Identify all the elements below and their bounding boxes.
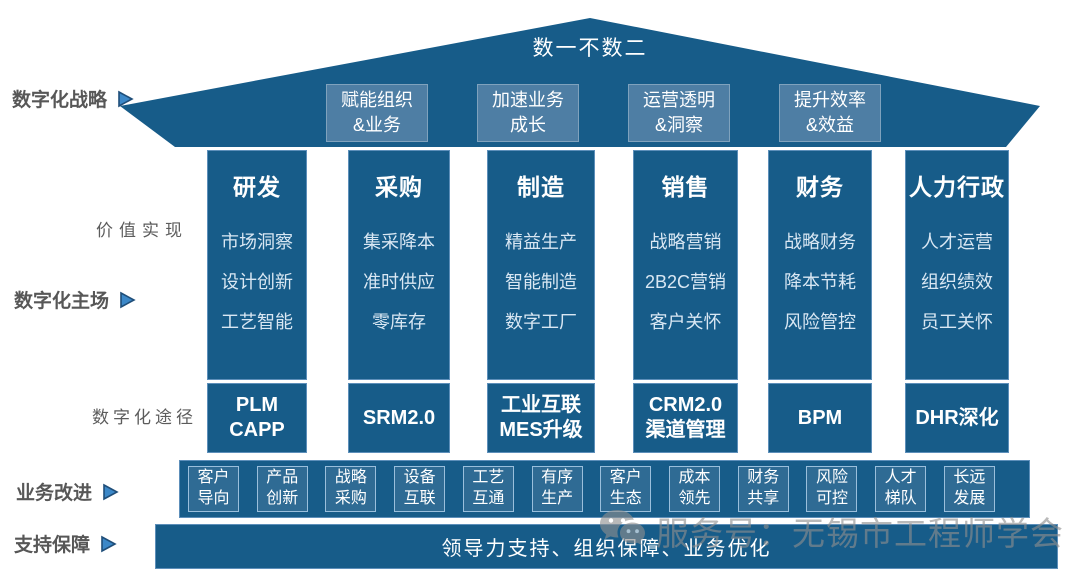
pillar-item: 风险管控 [784, 312, 856, 332]
pillar-items: 集采降本 准时供应 零库存 [363, 228, 435, 334]
right-triangle-icon [99, 535, 117, 553]
improvement-cell: 长远 发展 [943, 466, 995, 512]
pillar-item: 零库存 [372, 312, 426, 332]
label-support-guarantee-text: 支持保障 [14, 535, 91, 556]
label-value-realization-text: 价值实现 [96, 221, 188, 241]
pillar-sales: 销售 战略营销 2B2C营销 客户关怀 CRM2.0 渠道管理 [633, 150, 738, 455]
label-digital-arena-text: 数字化主场 [14, 291, 110, 312]
improvement-cell: 客户 生态 [600, 466, 652, 512]
pillar-sales-foundation: CRM2.0 渠道管理 [633, 383, 738, 453]
pillar-hr-admin: 人力行政 人才运营 组织绩效 员工关怀 DHR深化 [905, 150, 1009, 455]
pillar-procurement-body: 采购 集采降本 准时供应 零库存 [348, 150, 450, 380]
pillar-items: 战略营销 2B2C营销 客户关怀 [645, 228, 726, 334]
pillar-item: 市场洞察 [221, 232, 293, 252]
pillar-item: 员工关怀 [921, 312, 993, 332]
pillar-items: 人才运营 组织绩效 员工关怀 [921, 228, 993, 334]
pillar-manufacturing-body: 制造 精益生产 智能制造 数字工厂 [487, 150, 595, 380]
pillar-title: 制造 [517, 174, 565, 200]
label-digital-strategy-text: 数字化战略 [12, 90, 108, 111]
pillar-title: 研发 [233, 174, 281, 200]
pillar-items: 市场洞察 设计创新 工艺智能 [221, 228, 293, 334]
right-triangle-icon [118, 291, 136, 309]
pillar-items: 战略财务 降本节耗 风险管控 [784, 228, 856, 334]
label-digital-strategy: 数字化战略 [12, 85, 134, 112]
improvement-cell: 设备 互联 [394, 466, 446, 512]
improvement-cell: 产品 创新 [256, 466, 308, 512]
pillar-item: 工艺智能 [221, 312, 293, 332]
pillar-procurement-foundation: SRM2.0 [348, 383, 450, 453]
pillar-hr-admin-foundation: DHR深化 [905, 383, 1009, 453]
pillar-item: 2B2C营销 [644, 272, 727, 292]
label-value-realization: 价值实现 [96, 216, 188, 241]
pillar-item: 数字工厂 [505, 312, 577, 332]
pillar-title: 人力行政 [909, 174, 1005, 200]
pillar-item: 精益生产 [505, 232, 577, 252]
improvement-cell: 有序 生产 [531, 466, 583, 512]
pillar-title: 销售 [661, 174, 710, 200]
improvement-cell: 工艺 互通 [462, 466, 514, 512]
right-triangle-icon [116, 90, 134, 108]
label-business-improvement: 业务改进 [16, 478, 119, 505]
improvement-cell: 人才 梯队 [875, 466, 927, 512]
pillar-item: 战略营销 [649, 232, 722, 252]
pillar-finance-body: 财务 战略财务 降本节耗 风险管控 [768, 150, 872, 380]
pillar-title: 采购 [375, 174, 423, 200]
improvement-cell: 成本 领先 [669, 466, 721, 512]
pillar-item: 集采降本 [363, 232, 435, 252]
strategy-box-3: 运营透明 &洞察 [628, 84, 730, 142]
label-business-improvement-text: 业务改进 [16, 483, 93, 504]
pillar-finance-foundation: BPM [768, 383, 872, 453]
support-guarantee-bar: 领导力支持、组织保障、业务优化 [155, 524, 1058, 569]
business-improvement-bar: 客户 导向 产品 创新 战略 采购 设备 互联 工艺 互通 有序 生产 客户 生… [179, 460, 1030, 518]
pillar-title: 财务 [796, 174, 844, 200]
pillar-item: 准时供应 [363, 272, 435, 292]
improvement-cell: 风险 可控 [806, 466, 858, 512]
pillar-rd-body: 研发 市场洞察 设计创新 工艺智能 [207, 150, 307, 380]
pillar-procurement: 采购 集采降本 准时供应 零库存 SRM2.0 [348, 150, 450, 455]
pillar-item: 组织绩效 [921, 272, 993, 292]
pillar-item: 降本节耗 [784, 272, 856, 292]
label-digital-path: 数字化途径 [92, 403, 197, 428]
label-digital-path-text: 数字化途径 [92, 408, 197, 428]
pillar-item: 智能制造 [505, 272, 577, 292]
pillar-item: 设计创新 [221, 272, 293, 292]
strategy-box-1: 赋能组织 &业务 [326, 84, 428, 142]
strategy-box-2: 加速业务 成长 [477, 84, 579, 142]
pillar-sales-body: 销售 战略营销 2B2C营销 客户关怀 [633, 150, 738, 380]
label-support-guarantee: 支持保障 [14, 530, 117, 557]
pillar-items: 精益生产 智能制造 数字工厂 [505, 228, 577, 334]
right-triangle-icon [101, 483, 119, 501]
improvement-cell: 战略 采购 [325, 466, 377, 512]
label-digital-arena: 数字化主场 [14, 286, 136, 313]
pillar-hr-admin-body: 人力行政 人才运营 组织绩效 员工关怀 [905, 150, 1009, 380]
pillar-manufacturing: 制造 精益生产 智能制造 数字工厂 工业互联 MES升级 [487, 150, 595, 455]
pillar-rd-foundation: PLM CAPP [207, 383, 307, 453]
support-bar-text: 领导力支持、组织保障、业务优化 [441, 538, 772, 560]
pillar-manufacturing-foundation: 工业互联 MES升级 [487, 383, 595, 453]
roof-title: 数一不数二 [532, 37, 648, 60]
pillar-item: 人才运营 [921, 232, 993, 252]
pillar-finance: 财务 战略财务 降本节耗 风险管控 BPM [768, 150, 872, 455]
improvement-cell: 客户 导向 [188, 466, 239, 512]
pillar-rd: 研发 市场洞察 设计创新 工艺智能 PLM CAPP [207, 150, 307, 455]
strategy-box-4: 提升效率 &效益 [779, 84, 881, 142]
improvement-cell: 财务 共享 [737, 466, 789, 512]
pillar-item: 战略财务 [784, 232, 856, 252]
pillar-item: 客户关怀 [649, 312, 722, 332]
